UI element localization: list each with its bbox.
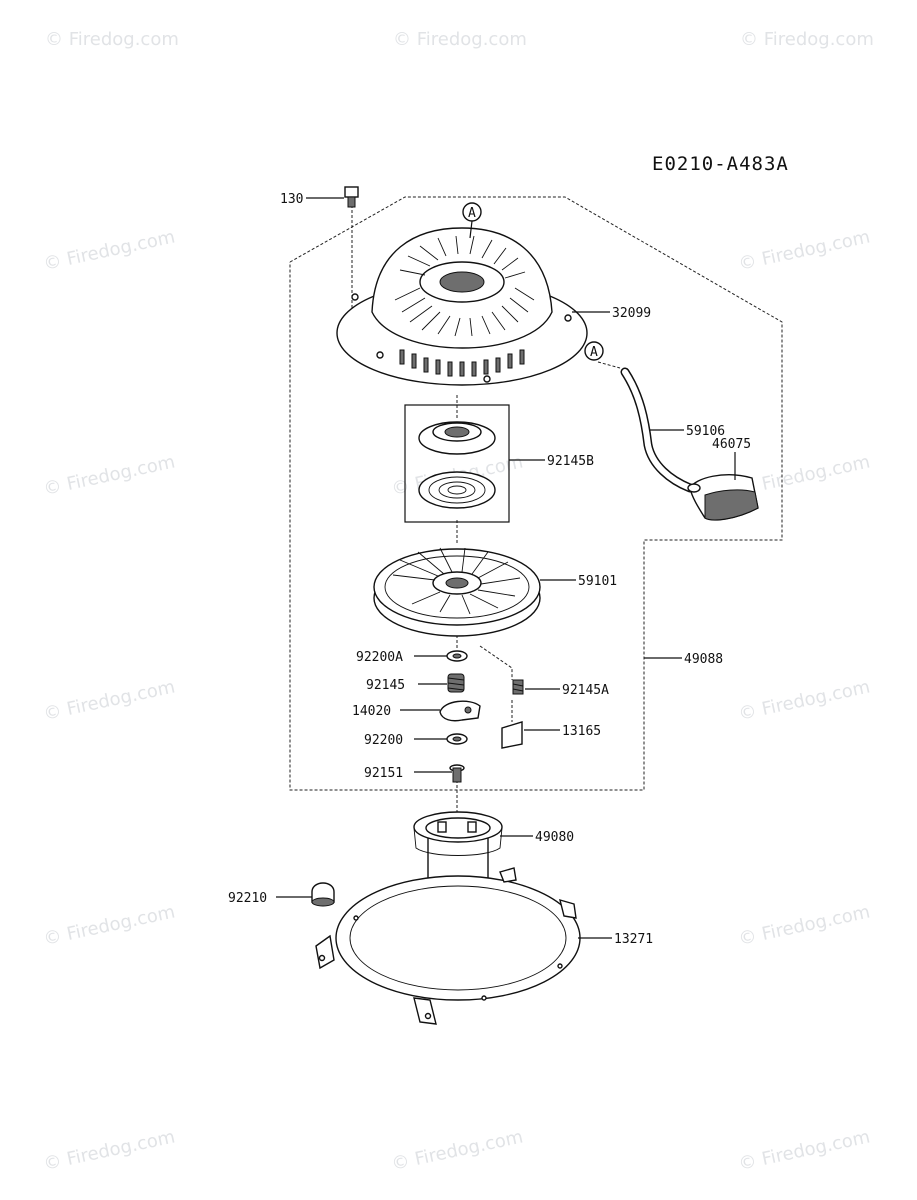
- watermark: © Firedog.com: [42, 227, 177, 275]
- watermark: © Firedog.com: [393, 29, 527, 50]
- watermark: © Firedog.com: [737, 227, 872, 275]
- spring-92145a: [479, 645, 524, 695]
- reference-marker-a: A: [584, 341, 604, 361]
- reference-marker-text: A: [468, 206, 476, 221]
- rope-59106: [597, 361, 695, 493]
- watermark: © Firedog.com: [45, 29, 179, 50]
- watermark: © Firedog.com: [737, 677, 872, 725]
- spring-assembly-92145b: [404, 404, 510, 523]
- part-labels: 130 32099 59106 46075 92145B 59101 49088…: [228, 192, 751, 947]
- part-label-92200a: 92200A: [356, 650, 403, 665]
- guide-13165: [501, 721, 523, 749]
- leader-lines: [276, 197, 736, 939]
- recoil-cover-32099: [336, 227, 588, 386]
- reference-marker-text: A: [590, 345, 598, 360]
- watermark: © Firedog.com: [737, 1127, 872, 1175]
- assembly-outline: [289, 196, 783, 791]
- watermark: © Firedog.com: [42, 902, 177, 950]
- diagram-code: E0210-A483A: [652, 153, 789, 175]
- part-label-92145: 92145: [366, 678, 405, 693]
- spring-92145: [447, 673, 465, 693]
- part-label-92210: 92210: [228, 891, 267, 906]
- reference-marker-a: A: [462, 202, 482, 239]
- bolt-130: [344, 186, 359, 208]
- handle-46075: [687, 474, 759, 521]
- part-label-92145b: 92145B: [547, 454, 594, 469]
- part-label-13271: 13271: [614, 932, 653, 947]
- watermark: © Firedog.com: [42, 1127, 177, 1175]
- part-label-49080: 49080: [535, 830, 574, 845]
- base-plate-13271: [315, 867, 581, 1025]
- part-label-92151: 92151: [364, 766, 403, 781]
- watermark: © Firedog.com: [42, 452, 177, 500]
- ratchet-14020: [439, 700, 481, 722]
- part-label-130: 130: [280, 192, 303, 207]
- watermark: © Firedog.com: [740, 29, 874, 50]
- watermark: © Firedog.com: [737, 452, 872, 500]
- part-label-13165: 13165: [562, 724, 601, 739]
- bolt-92151: [449, 764, 465, 783]
- washer-92200-hole: [452, 736, 462, 742]
- part-label-32099: 32099: [612, 306, 651, 321]
- watermark: © Firedog.com: [42, 677, 177, 725]
- pulley-59101: [373, 547, 541, 637]
- watermark: © Firedog.com: [390, 1127, 525, 1175]
- part-label-59101: 59101: [578, 574, 617, 589]
- part-label-14020: 14020: [352, 704, 391, 719]
- part-label-46075: 46075: [712, 437, 751, 452]
- washer-92200a-hole: [452, 653, 462, 659]
- part-label-92200: 92200: [364, 733, 403, 748]
- part-label-59106: 59106: [686, 424, 725, 439]
- nut-92210: [311, 882, 335, 907]
- watermark: © Firedog.com: [737, 902, 872, 950]
- part-label-92145a: 92145A: [562, 683, 609, 698]
- part-label-49088: 49088: [684, 652, 723, 667]
